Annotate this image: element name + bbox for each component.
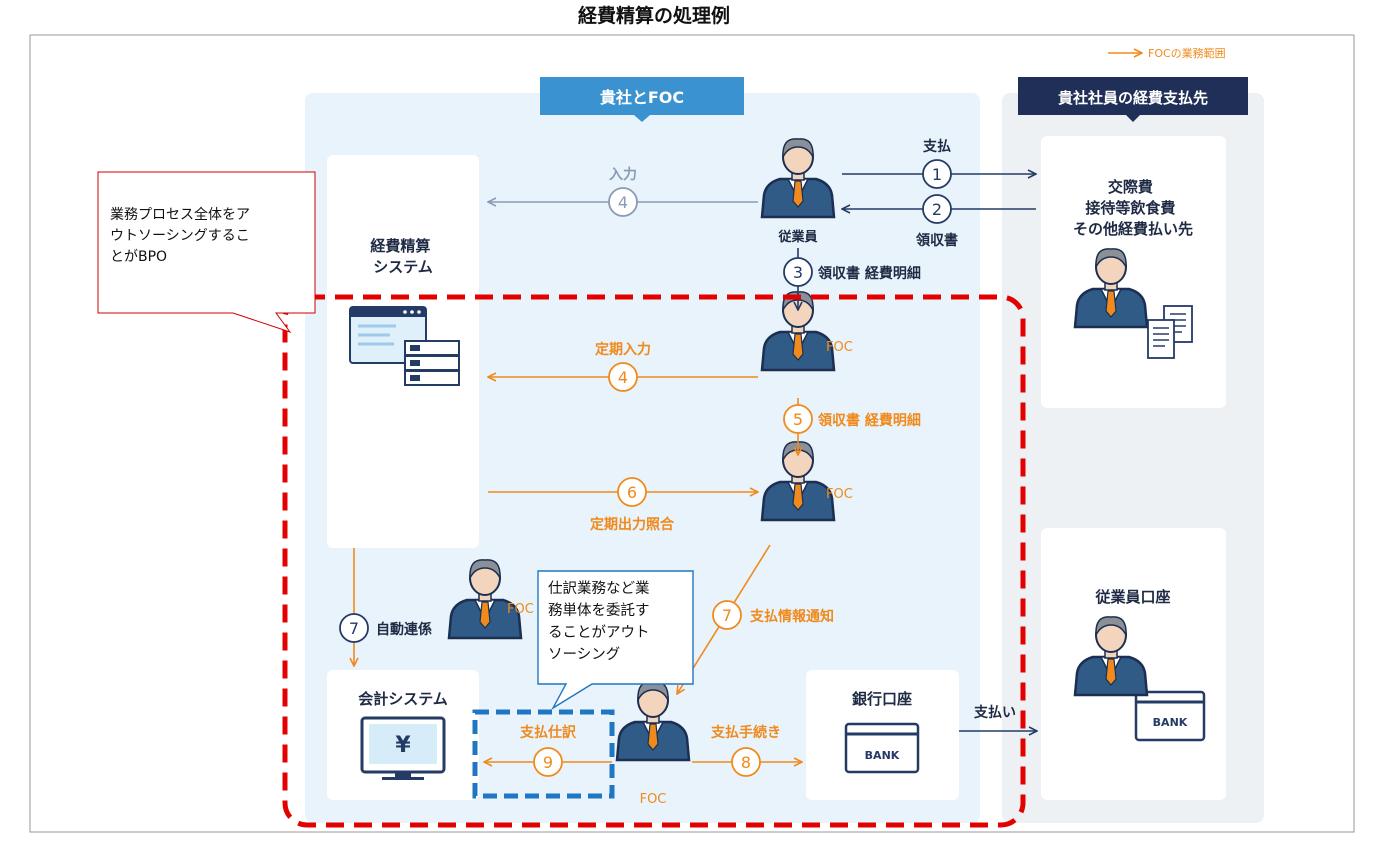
- step-3-circle: 3: [783, 257, 813, 287]
- outsourcing-scope-box: [472, 709, 615, 799]
- step-5-label: 領収書 経費明細: [818, 412, 921, 429]
- payout-label: 支払い: [973, 704, 1016, 721]
- step-4a-label: 入力: [609, 166, 637, 183]
- employee-bank-card-icon: BANK: [1134, 690, 1206, 742]
- step-7a-num: 7: [349, 619, 359, 638]
- step-4a-circle: 4: [608, 187, 638, 217]
- expense-system-label: 経費精算 システム: [370, 237, 435, 276]
- step-7b-circle: 7: [712, 600, 742, 630]
- page-title: 経費精算の処理例: [578, 4, 730, 27]
- payee-panel-header-bg: [1018, 77, 1248, 115]
- step-8-num: 8: [741, 753, 751, 772]
- step-6-label: 定期出力照合: [590, 516, 675, 533]
- payee-person-icon: [1073, 248, 1149, 329]
- foc4-person-icon: [615, 681, 691, 762]
- step-7a-circle: 7: [339, 613, 369, 643]
- entertainment-line1: 交際費: [1108, 178, 1153, 196]
- outsourcing-callout-text: 仕訳業務など業 務単体を委託す ることがアウト ソーシング: [548, 581, 650, 663]
- employee-bank-card-text: BANK: [1153, 716, 1188, 729]
- employee-account-person-icon: [1073, 616, 1149, 697]
- step-8-label: 支払手続き: [710, 724, 781, 741]
- foc3-label: FOC: [507, 602, 534, 617]
- people-layer: [447, 138, 1149, 762]
- step-4b-circle: 4: [608, 362, 638, 392]
- foc2-label: FOC: [826, 487, 853, 502]
- step-9-label: 支払仕訳: [519, 724, 577, 741]
- foc1-person-icon: [760, 291, 836, 372]
- step-8-circle: 8: [731, 747, 761, 777]
- outsourcing-callout-shape: [537, 570, 694, 710]
- accounting-system-label: 会計システム: [358, 690, 448, 708]
- expense-system-line2: システム: [373, 258, 433, 276]
- company-header-pointer: [634, 115, 650, 122]
- step-3-label: 領収書 経費明細: [818, 265, 921, 282]
- entertainment-line3: その他経費払い先: [1073, 220, 1193, 238]
- foc3-person-icon: [447, 559, 523, 640]
- company-panel-header-bg: [540, 77, 744, 115]
- bank-card-text: BANK: [865, 749, 900, 762]
- bank-card-icon: BANK: [844, 722, 920, 774]
- monitor-icon: ¥: [360, 716, 446, 780]
- step-7b-num: 7: [722, 606, 732, 625]
- step-2-circle: 2: [922, 194, 952, 224]
- receipt-icon: [1147, 305, 1193, 359]
- employee-person-icon: [760, 138, 836, 219]
- step-4b-num: 4: [618, 368, 628, 387]
- foc4-label: FOC: [640, 792, 667, 807]
- step-2-label: 領収書: [916, 232, 958, 249]
- employee-account-label: 従業員口座: [1094, 588, 1170, 606]
- step-9-num: 9: [543, 753, 553, 772]
- company-panel-header: 貴社とFOC: [600, 88, 684, 107]
- legend-label: FOCの業務範囲: [1148, 46, 1226, 60]
- step-1-circle: 1: [922, 159, 952, 189]
- foc1-label: FOC: [826, 340, 853, 355]
- expense-system-line1: 経費精算: [370, 237, 430, 255]
- step-7b-label: 支払情報通知: [749, 608, 834, 625]
- employee-label: 従業員: [777, 229, 817, 245]
- payee-panel-header: 貴社社員の経費支払先: [1058, 89, 1208, 107]
- server-icon: [349, 306, 460, 386]
- step-1-num: 1: [932, 165, 942, 184]
- entertainment-line2: 接待等飲食費: [1085, 199, 1175, 217]
- entertainment-label: 交際費 接待等飲食費 その他経費払い先: [1073, 178, 1193, 238]
- step-4b-label: 定期入力: [595, 341, 651, 358]
- bpo-callout-text: 業務プロセス全体をア ウトソーシングするこ とがBPO: [110, 207, 250, 265]
- step-7a-label: 自動連係: [376, 621, 432, 638]
- payee-header-pointer: [1126, 115, 1140, 122]
- step-9-circle: 9: [533, 747, 563, 777]
- step-3-num: 3: [793, 263, 803, 282]
- bpo-scope-boundary: [282, 294, 1026, 828]
- yen-symbol: ¥: [395, 733, 411, 758]
- bpo-callout-shape: [97, 171, 316, 333]
- bank-account-label: 銀行口座: [852, 690, 912, 708]
- step-4a-num: 4: [618, 193, 628, 212]
- step-2-num: 2: [932, 200, 942, 219]
- entertainment-box: [1041, 136, 1226, 408]
- step-1-label: 支払: [922, 138, 951, 155]
- step-5-circle: 5: [783, 404, 813, 434]
- step-6-circle: 6: [617, 477, 647, 507]
- step-5-num: 5: [793, 410, 803, 429]
- step-6-num: 6: [627, 483, 637, 502]
